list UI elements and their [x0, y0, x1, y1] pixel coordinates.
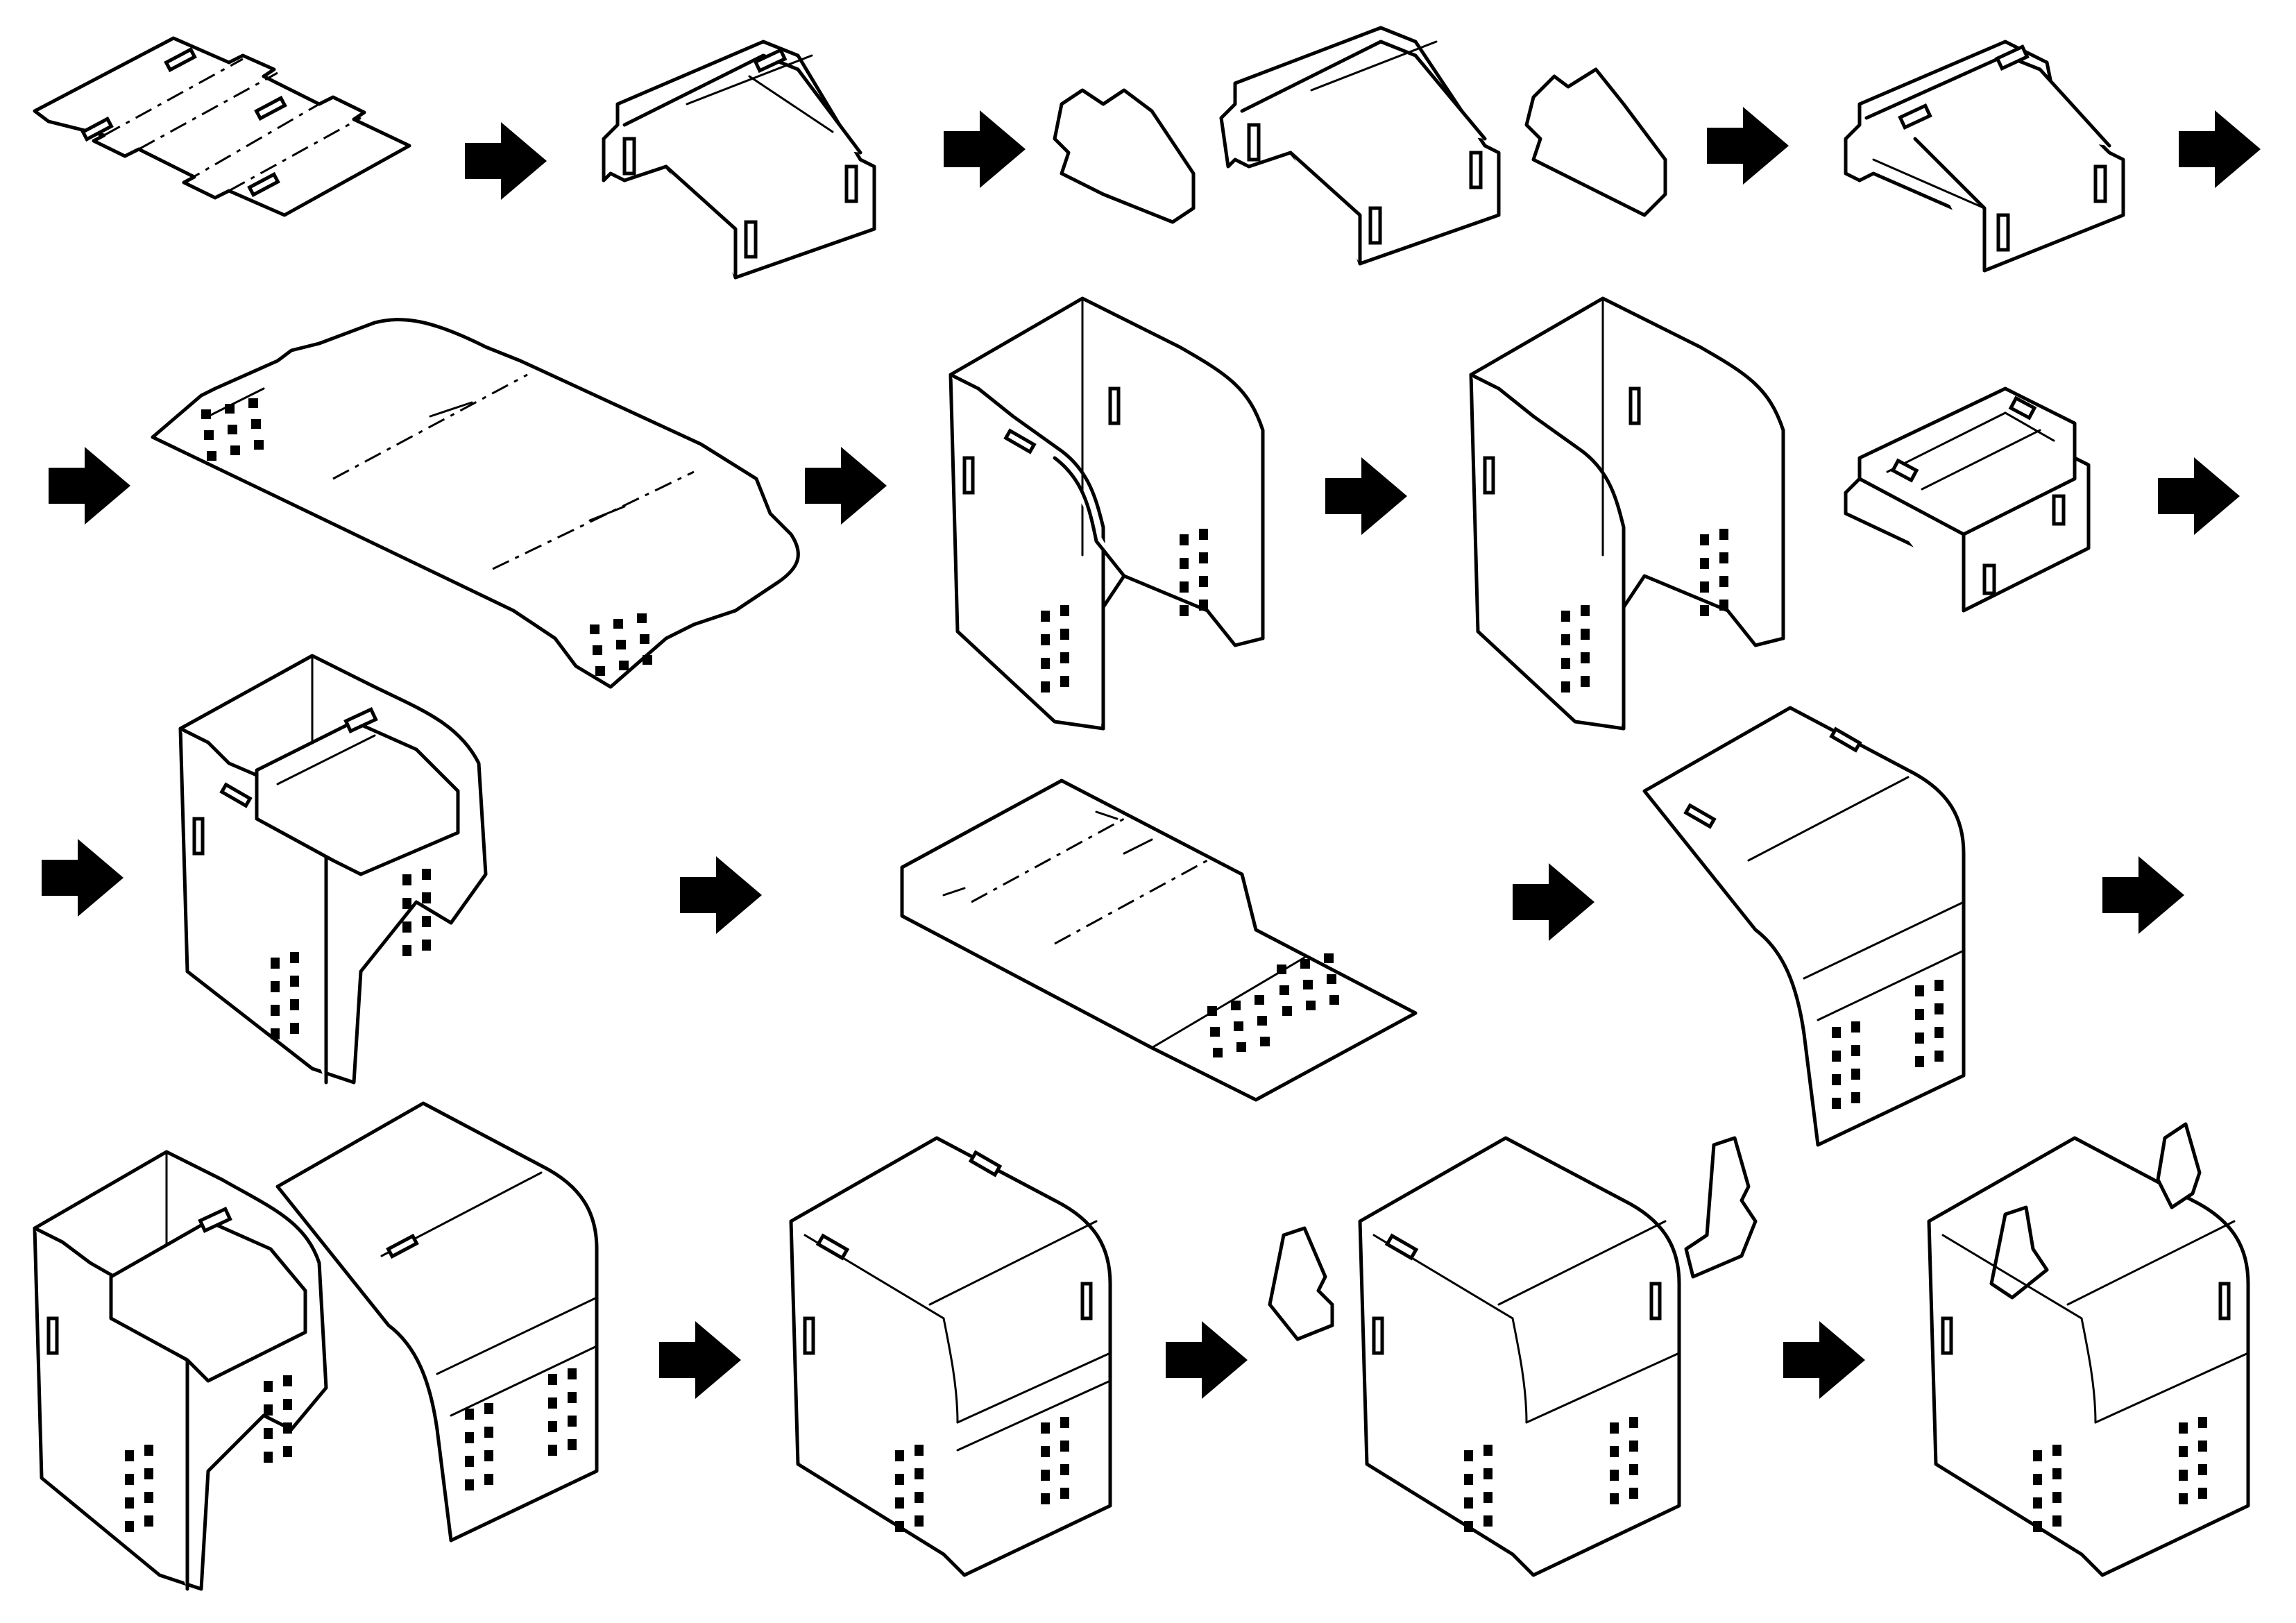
- arrow-1: [465, 122, 547, 200]
- arrow-13: [659, 1321, 741, 1399]
- step-body-variant: [1469, 296, 1785, 731]
- arrow-3: [1707, 107, 1789, 185]
- step-flat-sheet: [33, 36, 411, 217]
- step-body-with-top-inserted: [178, 654, 488, 1085]
- arrow-5: [49, 447, 130, 525]
- arrow-14: [1166, 1321, 1248, 1399]
- step-folded-top: [602, 40, 876, 280]
- arrow-10: [680, 856, 762, 934]
- step-top-unit-complete: [1844, 40, 2125, 273]
- arrow-6: [805, 447, 887, 525]
- arrow-9: [42, 839, 124, 917]
- arrow-12: [2102, 856, 2184, 934]
- arrow-8: [2158, 457, 2240, 535]
- step-body-and-lid: [33, 1101, 599, 1591]
- arrow-2: [944, 110, 1026, 188]
- step-side-panels: [1053, 26, 1667, 266]
- step-final-assembly: [1927, 1122, 2250, 1577]
- arrow-15: [1783, 1321, 1865, 1399]
- step-flat-lid-sheet: [900, 779, 1418, 1102]
- step-flat-body-sheet: [151, 318, 800, 689]
- step-folded-lid: [1642, 706, 1966, 1147]
- step-top-unit: [1846, 389, 2089, 611]
- step-lid-on-body: [789, 1136, 1112, 1577]
- arrow-7: [1325, 457, 1407, 535]
- arrow-11: [1513, 863, 1595, 941]
- step-folded-body: [949, 296, 1265, 731]
- arrow-4: [2179, 110, 2261, 188]
- step-side-tabs-attached: [1268, 1136, 1758, 1577]
